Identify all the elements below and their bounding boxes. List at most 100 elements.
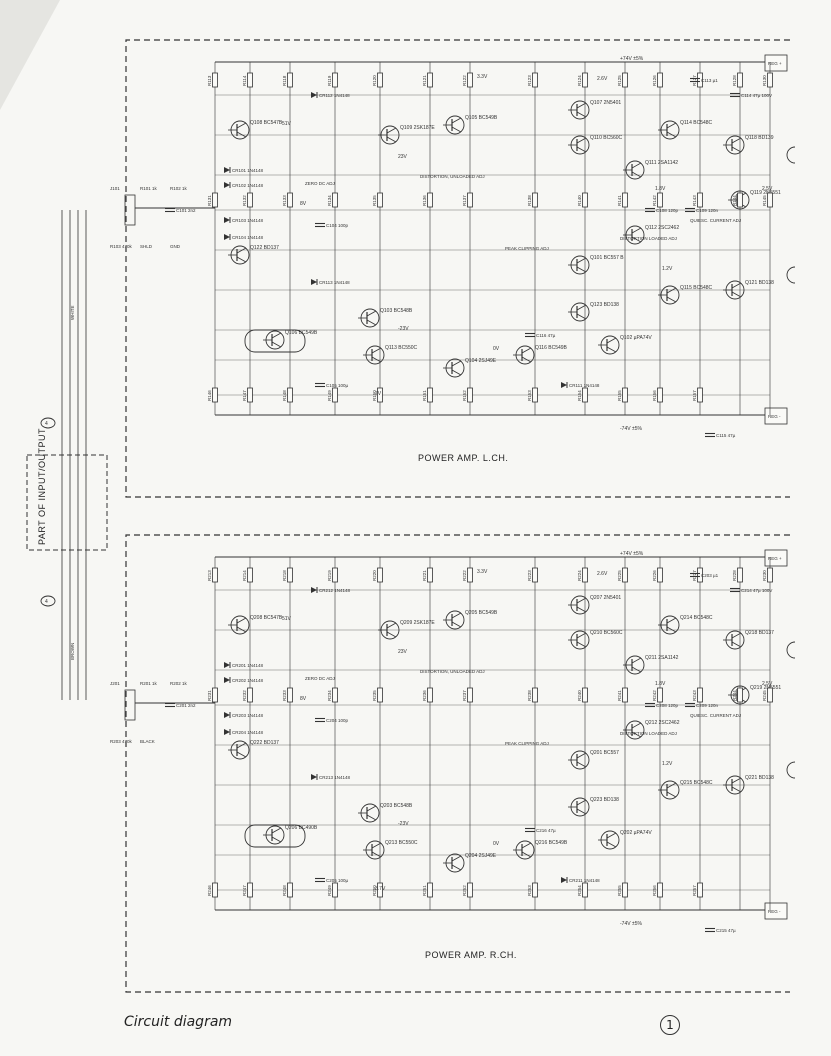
diode-label: CR201 1N4148 — [232, 663, 264, 668]
diode-label: CR111 1N4148 — [569, 383, 600, 388]
wire — [631, 657, 642, 664]
wire — [451, 612, 462, 619]
resistor-label: R220 — [372, 570, 377, 581]
wire — [576, 597, 587, 604]
resistor-label: R246 — [207, 885, 212, 896]
resistor-symbol — [767, 687, 773, 703]
wire — [631, 171, 642, 178]
voltage-label: 0V — [493, 346, 500, 352]
resistor-symbol — [737, 567, 743, 583]
misc-label: R203 470k — [110, 739, 133, 744]
resistor-label: R153 — [527, 390, 532, 401]
resistor-label: R147 — [242, 390, 247, 401]
resistor-label: R127 — [692, 75, 697, 86]
resistor-label: R227 — [692, 570, 697, 581]
misc-label: SHLD — [140, 244, 153, 249]
resistor-symbol — [622, 192, 628, 208]
resistor-label: R143 — [692, 195, 697, 206]
diode-label: CR212 1N4148 — [319, 588, 351, 593]
wire — [451, 864, 462, 871]
wire — [521, 851, 532, 858]
resistor-label: R232 — [242, 690, 247, 701]
adjust-note: ZERO DC ADJ — [305, 676, 335, 681]
transistor-label: Q203 BC548B — [380, 803, 413, 809]
transistor-label: Q213 BC550C — [385, 840, 418, 846]
resistor-symbol — [582, 567, 588, 583]
diode-label: CR203 1N4148 — [232, 713, 264, 718]
voltage-label: 1.8V — [655, 681, 666, 687]
resistor-label: R235 — [372, 690, 377, 701]
wire — [371, 842, 382, 849]
resistor-label: R126 — [652, 75, 657, 86]
right-channel-title: POWER AMP. R.CH. — [425, 950, 517, 960]
resistor-label: R236 — [422, 690, 427, 701]
right-channel-schematic: +74V ±5%-74V ±5%REG +REG -Q208 BC547BQ20… — [110, 534, 796, 993]
wire — [576, 799, 587, 806]
voltage-label: 7V — [375, 391, 382, 397]
resistor-label: R157 — [692, 390, 697, 401]
resistor-symbol — [467, 72, 473, 88]
resistor-label: R146 — [207, 390, 212, 401]
wire — [371, 851, 382, 858]
diode-label: CR101 1N4148 — [232, 168, 264, 173]
transistor-label: Q210 BC560C — [590, 630, 623, 636]
resistor-symbol — [332, 882, 338, 898]
resistor-symbol — [467, 387, 473, 403]
diode-symbol — [224, 182, 230, 188]
transistor-label: Q114 BC548C — [680, 120, 713, 126]
resistor-symbol — [657, 567, 663, 583]
voltage-label: 0V — [493, 841, 500, 847]
capacitor-label: C203 µ1 — [701, 573, 719, 578]
resistor-symbol — [582, 72, 588, 88]
resistor-symbol — [247, 72, 253, 88]
transistor-label: Q208 BC547B — [250, 615, 283, 621]
wire — [386, 622, 397, 629]
resistor-label: R118 — [282, 75, 287, 86]
capacitor-label: C216 47µ — [536, 828, 556, 833]
misc-label: J101 — [110, 186, 120, 191]
wire — [386, 136, 397, 143]
wire — [666, 782, 677, 789]
resistor-label: R138 — [527, 195, 532, 206]
resistor-symbol — [247, 192, 253, 208]
voltage-label: 2.6V — [597, 76, 608, 82]
wire — [271, 836, 282, 843]
resistor-label: R120 — [372, 75, 377, 86]
channel-frame — [125, 39, 790, 498]
adjust-note: PEAK CLIPPING ADJ — [505, 246, 549, 251]
diode-label: CR211 1N4148 — [569, 878, 600, 883]
capacitor-label: C105 100µ — [326, 383, 349, 388]
voltage-label: 1.2V — [662, 266, 673, 272]
resistor-label: R255 — [617, 885, 622, 896]
wire — [731, 282, 742, 289]
left-channel-schematic: +74V ±5%-74V ±5%REG +REG -Q108 BC547BQ10… — [110, 39, 796, 498]
transistor-label: Q101 BC557 B — [590, 255, 624, 261]
voltage-label: 1.2V — [662, 761, 673, 767]
resistor-symbol — [287, 882, 293, 898]
resistor-label: R233 — [282, 690, 287, 701]
transistor-label: Q113 BC550C — [385, 345, 418, 351]
supply-positive: +74V ±5% — [620, 56, 644, 62]
wire — [666, 791, 677, 798]
resistor-label: R122 — [462, 75, 467, 86]
transistor-label: Q218 BD137 — [745, 630, 774, 636]
resistor-label: R125 — [617, 75, 622, 86]
misc-label: R202 1k — [170, 681, 188, 686]
diode-symbol — [224, 729, 230, 735]
resistor-label: R135 — [372, 195, 377, 206]
adjust-note: PEAK CLIPPING ADJ — [505, 741, 549, 746]
voltage-label: 8V — [300, 201, 307, 207]
wire — [521, 347, 532, 354]
resistor-symbol — [427, 882, 433, 898]
wire — [366, 805, 377, 812]
capacitor-label: C113 µ1 — [701, 78, 718, 83]
reg-label: REG - — [768, 414, 781, 419]
resistor-label: R140 — [577, 195, 582, 206]
misc-label: J201 — [110, 681, 120, 686]
resistor-label: R150 — [372, 390, 377, 401]
misc-label: R201 1k — [140, 681, 158, 686]
wire — [606, 346, 617, 353]
adjust-note: ZERO DC ADJ — [305, 181, 335, 186]
resistor-label: R231 — [207, 690, 212, 701]
